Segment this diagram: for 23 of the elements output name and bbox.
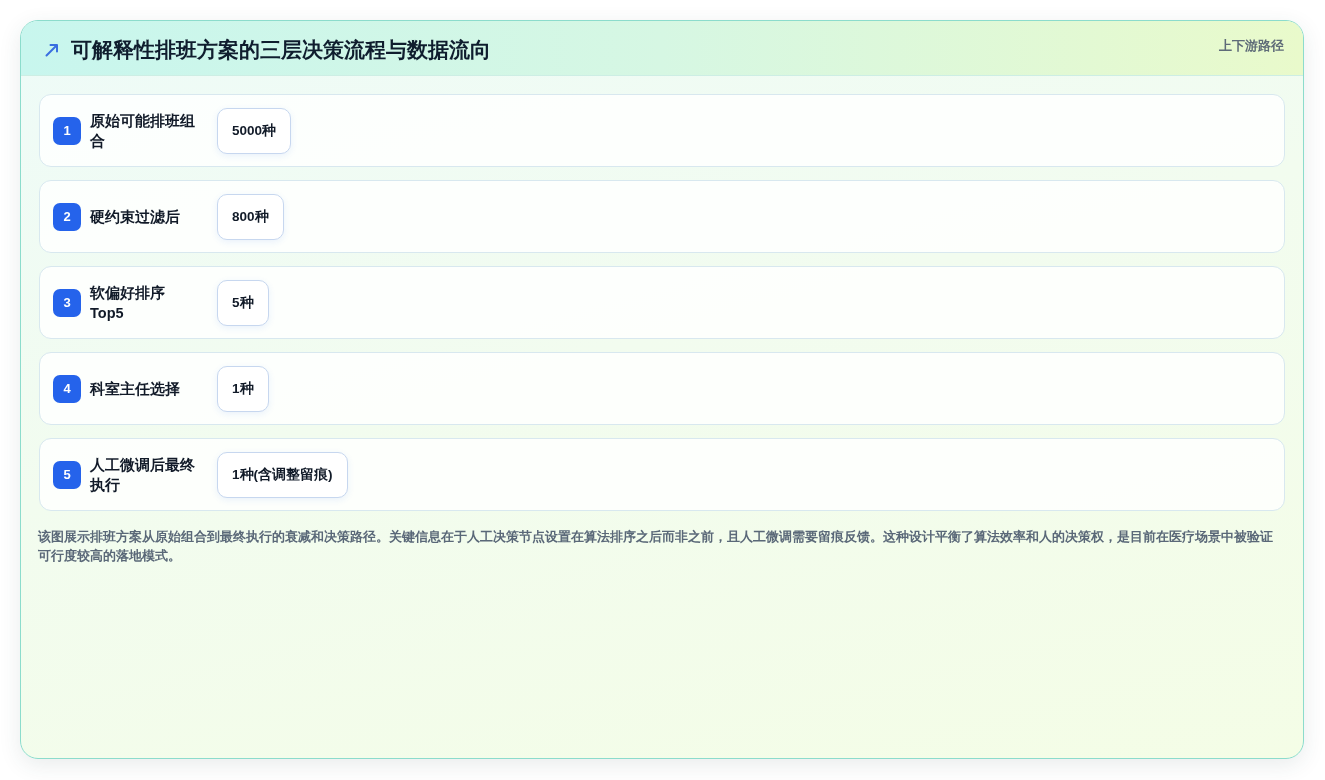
value-pill: 800种: [217, 193, 284, 240]
step-number-badge: 3: [53, 288, 81, 317]
value-pill: 1种(含调整留痕): [217, 451, 348, 498]
stage-label: 原始可能排班组合: [90, 111, 196, 151]
stage-label: 人工微调后最终执行: [90, 455, 196, 495]
value-pill: 5种: [217, 279, 269, 326]
header-label: 上下游路径: [1219, 37, 1284, 55]
caption-text: 该图展示排班方案从原始组合到最终执行的衰减和决策路径。关键信息在于人工决策节点设置在算法排序之后而非之前，且人工微调需要留痕反馈。这种设计平衡了算法效率和人的决策权，是目前在医疗场景中被验证可行度较高的落地模式。: [38, 528, 1274, 565]
stage-row: [39, 438, 1285, 511]
step-number-badge: 1: [53, 116, 81, 145]
stage-row: [39, 94, 1285, 167]
value-pill: 5000种: [217, 107, 292, 154]
stage-label: 硬约束过滤后: [90, 207, 181, 227]
step-number-badge: 5: [53, 460, 81, 489]
title: 可解释性排班方案的三层决策流程与数据流向: [71, 37, 491, 63]
stage-label: 科室主任选择: [90, 379, 181, 399]
step-number-badge: 2: [53, 202, 81, 231]
stage-row: [39, 266, 1285, 339]
stage-label: 软偏好排序 Top5: [90, 283, 166, 323]
value-pill: 1种: [217, 365, 269, 412]
stage-row: [39, 180, 1285, 253]
stage-row: [39, 352, 1285, 425]
step-number-badge: 4: [53, 374, 81, 403]
